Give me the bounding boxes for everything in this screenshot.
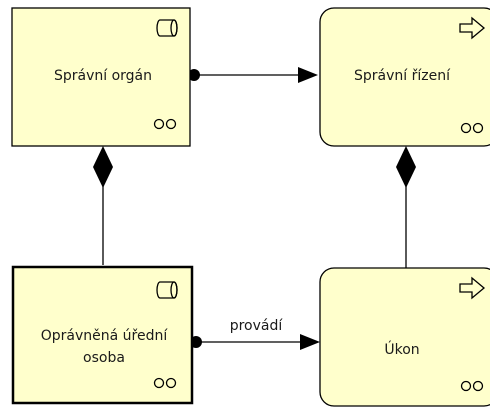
assignment-source-dot [188, 69, 200, 81]
node-label: Správní řízení [354, 68, 451, 84]
edge-label-provadi: provádí [230, 318, 284, 334]
collaboration-icon [153, 118, 177, 130]
node-spravni-rizeni[interactable]: Správní řízení [319, 7, 490, 147]
process-arrow-icon [459, 276, 486, 300]
node-box [319, 267, 490, 407]
collaboration-icon [460, 122, 484, 134]
node-label: Správní orgán [54, 68, 152, 84]
node-opravnena-osoba[interactable]: Oprávněná úřední osoba [11, 265, 194, 405]
role-icon [156, 19, 178, 37]
node-spravni-organ[interactable]: Správní orgán [11, 7, 191, 147]
composition-diamond [93, 146, 113, 188]
arrowhead [300, 334, 320, 350]
edge-organ-to-rizeni[interactable] [188, 67, 318, 83]
arrowhead [298, 67, 318, 83]
node-ukon[interactable]: Úkon [319, 267, 490, 407]
collaboration-icon [460, 380, 484, 392]
edge-osoba-to-ukon[interactable]: provádí [190, 318, 320, 350]
edge-ukon-to-rizeni[interactable] [396, 146, 416, 268]
role-icon [156, 281, 178, 299]
node-box [11, 265, 194, 405]
node-label-line2: osoba [83, 350, 125, 366]
node-box [319, 7, 490, 147]
node-label: Úkon [384, 340, 419, 358]
node-box [11, 7, 191, 147]
process-arrow-icon [459, 16, 486, 40]
composition-diamond [396, 146, 416, 188]
edge-osoba-to-organ[interactable] [93, 146, 113, 265]
node-label-line1: Oprávněná úřední [41, 328, 169, 344]
collaboration-icon [153, 377, 177, 389]
